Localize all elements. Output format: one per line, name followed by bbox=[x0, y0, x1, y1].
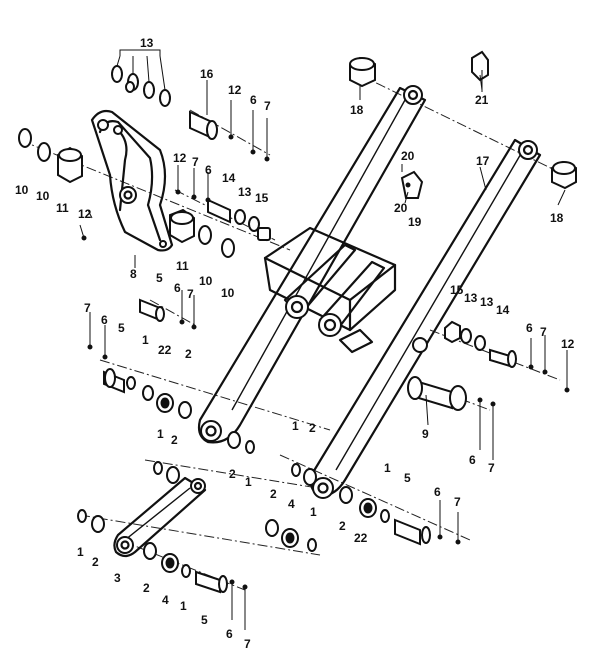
callout-2: 2 bbox=[270, 487, 277, 501]
callout-1: 1 bbox=[180, 599, 187, 613]
callout-12: 12 bbox=[78, 207, 92, 221]
callout-10: 10 bbox=[15, 183, 29, 197]
callout-7: 7 bbox=[488, 461, 495, 475]
callout-1: 1 bbox=[157, 427, 164, 441]
callout-2: 2 bbox=[339, 519, 346, 533]
callout-22: 22 bbox=[354, 531, 368, 545]
callout-15: 15 bbox=[255, 191, 269, 205]
callout-4: 4 bbox=[162, 593, 169, 607]
callout-9: 9 bbox=[422, 427, 429, 441]
callout-2: 2 bbox=[171, 433, 178, 447]
callout-22: 22 bbox=[158, 343, 172, 357]
callout-1: 1 bbox=[245, 475, 252, 489]
callout-20: 20 bbox=[401, 149, 415, 163]
lower-link bbox=[113, 476, 207, 558]
bolts bbox=[79, 100, 570, 630]
callout-15: 15 bbox=[450, 283, 464, 297]
callout-13: 13 bbox=[480, 295, 494, 309]
callout-7: 7 bbox=[540, 325, 547, 339]
callout-2: 2 bbox=[309, 421, 316, 435]
callout-1: 1 bbox=[310, 505, 317, 519]
callout-11: 11 bbox=[176, 259, 189, 273]
callout-20: 20 bbox=[394, 201, 408, 215]
main-boom-frame bbox=[197, 85, 542, 499]
callout-7: 7 bbox=[264, 99, 271, 113]
brackets bbox=[400, 50, 489, 199]
callout-6: 6 bbox=[101, 313, 108, 327]
callout-12: 12 bbox=[561, 337, 575, 351]
callout-6: 6 bbox=[174, 281, 181, 295]
callout-11: 11 bbox=[56, 201, 69, 215]
callout-3: 3 bbox=[114, 571, 121, 585]
callout-2: 2 bbox=[143, 581, 150, 595]
callout-18: 18 bbox=[550, 211, 564, 225]
washers bbox=[18, 65, 486, 578]
callout-14: 14 bbox=[496, 303, 510, 317]
callout-2: 2 bbox=[92, 555, 99, 569]
callout-5: 5 bbox=[156, 271, 163, 285]
callout-7: 7 bbox=[84, 301, 91, 315]
callout-12: 12 bbox=[228, 83, 242, 97]
callout-21: 21 bbox=[475, 93, 489, 107]
leader-lines bbox=[87, 49, 566, 426]
callout-1: 1 bbox=[384, 461, 391, 475]
callout-18: 18 bbox=[350, 103, 364, 117]
callout-10: 10 bbox=[36, 189, 50, 203]
callout-5: 5 bbox=[404, 471, 411, 485]
callout-7: 7 bbox=[187, 287, 194, 301]
callout-10: 10 bbox=[221, 286, 235, 300]
callout-12: 12 bbox=[173, 151, 187, 165]
callout-5: 5 bbox=[118, 321, 125, 335]
callout-6: 6 bbox=[526, 321, 533, 335]
callout-7: 7 bbox=[192, 155, 199, 169]
callout-5: 5 bbox=[201, 613, 208, 627]
callout-13: 13 bbox=[140, 36, 154, 50]
callout-1: 1 bbox=[77, 545, 84, 559]
callout-6: 6 bbox=[205, 163, 212, 177]
callout-2: 2 bbox=[185, 347, 192, 361]
callout-8: 8 bbox=[130, 267, 137, 281]
callout-14: 14 bbox=[222, 171, 236, 185]
bushings bbox=[57, 56, 577, 344]
callout-13: 13 bbox=[464, 291, 478, 305]
callout-17: 17 bbox=[476, 154, 490, 168]
bell-crank bbox=[90, 109, 174, 252]
callout-19: 19 bbox=[408, 215, 422, 229]
callout-2: 2 bbox=[229, 467, 236, 481]
pins bbox=[103, 110, 517, 594]
callout-7: 7 bbox=[454, 495, 461, 509]
callout-4: 4 bbox=[288, 497, 295, 511]
callout-6: 6 bbox=[434, 485, 441, 499]
callout-6: 6 bbox=[250, 93, 257, 107]
callout-16: 16 bbox=[200, 67, 214, 81]
callout-13: 13 bbox=[238, 185, 252, 199]
bearings bbox=[125, 81, 377, 573]
callout-10: 10 bbox=[199, 274, 213, 288]
callout-labels: 13 16 12 6 7 10 10 11 12 8 12 7 6 14 13 … bbox=[15, 36, 575, 651]
callout-6: 6 bbox=[469, 453, 476, 467]
callout-1: 1 bbox=[142, 333, 149, 347]
callout-6: 6 bbox=[226, 627, 233, 641]
callout-1: 1 bbox=[292, 419, 299, 433]
callout-7: 7 bbox=[244, 637, 251, 651]
